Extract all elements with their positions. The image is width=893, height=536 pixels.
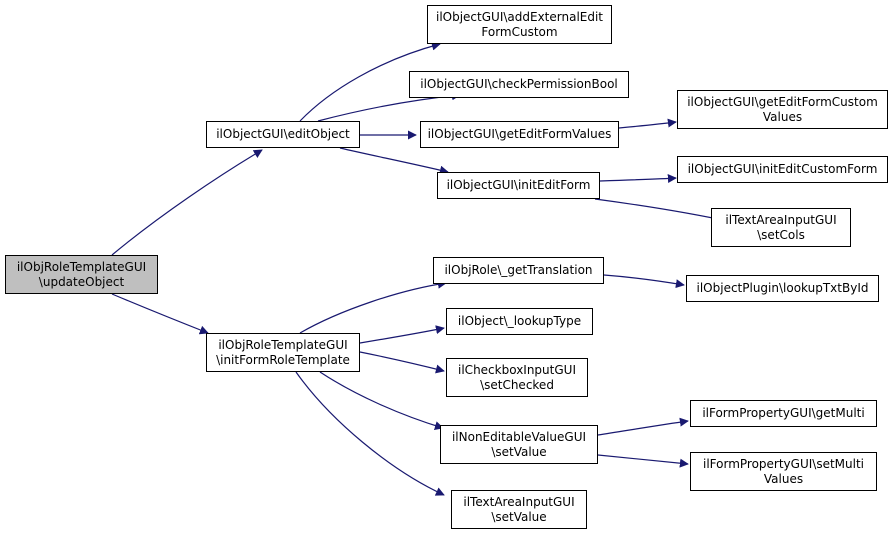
edge-getEditFormValues-to-getEditFormCustomValues xyxy=(618,118,677,129)
node-label-line: ilObjRoleTemplateGUI xyxy=(218,337,348,352)
node-init-edit-form[interactable]: ilObjectGUI\initEditForm xyxy=(437,172,600,199)
edge-nonEditableSetValue-to-setMultiValues xyxy=(597,454,689,468)
node-label-line: ilObjectGUI\editObject xyxy=(216,127,350,141)
node-label-line: ilObjectGUI\checkPermissionBool xyxy=(420,77,618,91)
node-get-edit-form-values[interactable]: ilObjectGUI\getEditFormValues xyxy=(420,121,619,148)
node-label-line: \setChecked xyxy=(480,377,554,392)
edge-initFormRoleTemplate-to-getTranslation xyxy=(299,279,447,334)
node-label-line: ilObject\_lookupType xyxy=(457,314,582,328)
node-check-permission-bool[interactable]: ilObjectGUI\checkPermissionBool xyxy=(409,71,629,98)
node-text-area-set-value[interactable]: ilTextAreaInputGUI\setValue xyxy=(451,490,587,529)
edge-initFormRoleTemplate-to-textAreaSetValue xyxy=(295,371,445,496)
edge-nonEditableSetValue-to-getMulti xyxy=(597,417,689,436)
node-label-line: ilObjectGUI\addExternalEdit xyxy=(435,9,604,24)
node-label-line: ilObjRoleTemplateGUI xyxy=(16,259,147,274)
edge-initFormRoleTemplate-to-lookupType xyxy=(359,325,445,344)
node-get-multi[interactable]: ilFormPropertyGUI\getMulti xyxy=(690,400,877,427)
node-root: ilObjRoleTemplateGUI\updateObject xyxy=(5,255,158,294)
node-set-cols[interactable]: ilTextAreaInputGUI\setCols xyxy=(711,208,851,247)
node-label-line: ilFormPropertyGUI\setMulti xyxy=(702,456,864,471)
edge-initFormRoleTemplate-to-setChecked xyxy=(359,351,445,374)
edge-getTranslation-to-lookupTxtById xyxy=(603,274,685,289)
node-label-line: \updateObject xyxy=(38,274,125,289)
edge-editObject-to-checkPermissionBool xyxy=(317,91,461,122)
node-label-line: \setValue xyxy=(491,509,547,524)
node-lookup-txt-by-id[interactable]: ilObjectPlugin\lookupTxtById xyxy=(686,275,879,302)
node-label-line: Values xyxy=(763,471,804,486)
node-label-line: ilObjectGUI\initEditCustomForm xyxy=(687,162,878,176)
node-label-line: ilObjectGUI\getEditFormCustom xyxy=(687,94,878,109)
node-init-edit-custom-form[interactable]: ilObjectGUI\initEditCustomForm xyxy=(677,156,888,183)
node-label-line: ilFormPropertyGUI\getMulti xyxy=(702,406,865,420)
node-non-editable-set-value[interactable]: ilNonEditableValueGUI\setValue xyxy=(440,425,598,464)
edge-editObject-to-addExternalEditFormCustom xyxy=(299,41,441,122)
node-label-line: ilCheckboxInputGUI xyxy=(458,362,576,377)
node-label-line: ilTextAreaInputGUI xyxy=(725,212,837,227)
node-set-checked[interactable]: ilCheckboxInputGUI\setChecked xyxy=(446,358,588,397)
node-label-line: ilObjectGUI\initEditForm xyxy=(446,178,591,192)
node-lookup-type[interactable]: ilObject\_lookupType xyxy=(446,308,593,335)
node-edit-object[interactable]: ilObjectGUI\editObject xyxy=(206,121,360,148)
node-label-line: ilTextAreaInputGUI xyxy=(463,494,575,509)
node-label-line: ilObjRole\_getTranslation xyxy=(444,263,593,277)
node-label-line: ilObjectPlugin\lookupTxtById xyxy=(696,281,869,295)
edge-root-to-editObject xyxy=(111,149,263,256)
edge-root-to-initFormRoleTemplate xyxy=(111,293,209,335)
edge-editObject-to-initEditForm xyxy=(339,147,449,175)
node-label-line: \initFormRoleTemplate xyxy=(216,352,350,367)
node-get-translation[interactable]: ilObjRole\_getTranslation xyxy=(433,257,604,284)
node-label-line: \setCols xyxy=(757,227,805,242)
edge-initEditForm-to-initEditCustomForm xyxy=(599,174,677,183)
node-label-line: \setValue xyxy=(491,444,547,459)
node-label-line: Values xyxy=(762,109,803,124)
edge-initFormRoleTemplate-to-nonEditableSetValue xyxy=(319,371,444,430)
node-init-form-role-template[interactable]: ilObjRoleTemplateGUI\initFormRoleTemplat… xyxy=(206,333,360,372)
node-label-line: FormCustom xyxy=(481,24,558,39)
node-label-line: ilNonEditableValueGUI xyxy=(451,429,587,444)
node-label-line: ilObjectGUI\getEditFormValues xyxy=(427,127,612,141)
